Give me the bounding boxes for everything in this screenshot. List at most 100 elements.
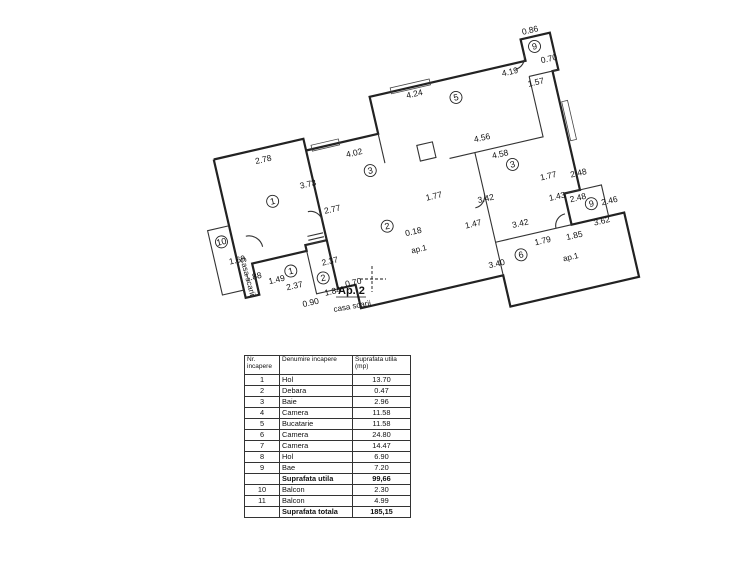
dimension-label: 0.70 bbox=[540, 52, 559, 66]
interior-wall bbox=[529, 69, 559, 77]
balcony-outline bbox=[206, 225, 245, 296]
floor-plan: 1 3 5 9 10 2 3 1 2 6 9 2.78 3.73 4.02 4.… bbox=[206, 23, 641, 314]
dimension-label: 1.85 bbox=[565, 229, 584, 243]
dimension-label: 3.40 bbox=[487, 257, 506, 271]
stair-symbol bbox=[307, 232, 325, 245]
stair-label: casa scarii bbox=[333, 299, 372, 314]
door-arc bbox=[307, 210, 323, 221]
dimension-label: 1.49 bbox=[267, 273, 286, 287]
dimension-label: 3.73 bbox=[299, 177, 318, 191]
dimension-label: 4.19 bbox=[501, 65, 520, 79]
cell-area: 24.80 bbox=[352, 429, 411, 441]
cell-area: 14.47 bbox=[352, 440, 411, 452]
dimension-label: 4.56 bbox=[473, 131, 492, 145]
dimension-label: 4.02 bbox=[345, 146, 364, 160]
interior-wall bbox=[495, 242, 504, 276]
cell-name: Bae bbox=[279, 462, 353, 474]
column-header-name: Denumire incapere bbox=[279, 355, 353, 375]
dimension-label: 4.24 bbox=[405, 87, 424, 101]
column-header-nr: Nr. incapere bbox=[244, 355, 280, 375]
cell-nr: 6 bbox=[244, 429, 280, 441]
cell-nr: 3 bbox=[244, 396, 280, 408]
dimension-label: 1.69 bbox=[228, 253, 247, 267]
room-number: 3 bbox=[367, 165, 374, 176]
cell-area: 11.58 bbox=[352, 407, 411, 419]
dimension-label: 4.58 bbox=[491, 147, 510, 161]
room-number: 1 bbox=[269, 196, 276, 207]
dimension-label: 0.90 bbox=[301, 296, 320, 310]
interior-wall bbox=[564, 189, 581, 195]
cell-nr: 4 bbox=[244, 407, 280, 419]
door-arc bbox=[475, 193, 486, 209]
room-number: 2 bbox=[384, 221, 391, 232]
room-number: 6 bbox=[517, 249, 524, 260]
cell-area: 99,66 bbox=[352, 473, 411, 485]
room-number: 2 bbox=[320, 272, 327, 283]
room-number-markers: 1 3 5 9 10 2 3 1 2 6 9 bbox=[215, 39, 598, 285]
dimension-label: 2.46 bbox=[600, 194, 619, 208]
cell-name: Camera bbox=[279, 407, 353, 419]
dimension-label: 2.77 bbox=[323, 202, 342, 216]
dimension-label: 2.78 bbox=[254, 153, 273, 167]
cell-name: Bucatarie bbox=[279, 418, 353, 430]
cell-name: Hol bbox=[279, 451, 353, 463]
room-number: 1 bbox=[287, 266, 294, 277]
room-number: 5 bbox=[452, 92, 459, 103]
cell-name: Suprafata utila bbox=[279, 473, 353, 485]
balcony-outline bbox=[579, 184, 610, 217]
cell-area: 6.90 bbox=[352, 451, 411, 463]
cell-name: Suprafata totala bbox=[279, 506, 353, 518]
dimension-label: 1.79 bbox=[533, 234, 552, 248]
cell-nr: 10 bbox=[244, 484, 280, 496]
interior-wall bbox=[306, 250, 339, 295]
interior-wall bbox=[449, 76, 544, 159]
cell-name: Camera bbox=[279, 429, 353, 441]
dimension-label: 3.62 bbox=[593, 214, 612, 228]
crosshair-marker bbox=[360, 266, 386, 292]
door-arc bbox=[245, 235, 264, 247]
cell-name: Balcon bbox=[279, 484, 353, 496]
cell-nr: 11 bbox=[244, 495, 280, 507]
dimension-label: 3.42 bbox=[511, 216, 530, 230]
cell-nr: 8 bbox=[244, 451, 280, 463]
dimension-label: 1.84 bbox=[323, 284, 342, 298]
neighbor-label: ap.1 bbox=[410, 243, 428, 255]
dimension-label: 0.86 bbox=[521, 23, 540, 37]
room-number: 9 bbox=[531, 41, 538, 52]
room-number: 10 bbox=[215, 236, 227, 248]
dimension-label: 1.77 bbox=[539, 169, 558, 183]
shaft-square bbox=[416, 141, 437, 162]
cell-nr: 5 bbox=[244, 418, 280, 430]
dimension-label: 1.43 bbox=[548, 189, 567, 203]
window bbox=[389, 78, 431, 95]
cell-area: 13.70 bbox=[352, 374, 411, 386]
room-number: 3 bbox=[509, 159, 516, 170]
cell-nr bbox=[244, 506, 280, 518]
apartment-label: Ap. 2 bbox=[338, 285, 365, 297]
dimension-label: 1.77 bbox=[425, 189, 444, 203]
cell-area: 2.30 bbox=[352, 484, 411, 496]
dimension-label: 1.88 bbox=[244, 270, 263, 284]
cell-name: Camera bbox=[279, 440, 353, 452]
cell-area: 2.96 bbox=[352, 396, 411, 408]
neighbor-label: ap.1 bbox=[562, 251, 580, 263]
window bbox=[310, 138, 341, 152]
floor-plan-rotated: 1 3 5 9 10 2 3 1 2 6 9 2.78 3.73 4.02 4.… bbox=[206, 23, 641, 310]
dimension-labels: 2.78 3.73 4.02 4.24 4.19 0.86 0.70 1.57 … bbox=[228, 23, 619, 310]
dimension-label: 2.48 bbox=[569, 166, 588, 180]
interior-wall bbox=[377, 133, 386, 164]
cell-name: Balcon bbox=[279, 495, 353, 507]
cell-area: 185,15 bbox=[352, 506, 411, 518]
